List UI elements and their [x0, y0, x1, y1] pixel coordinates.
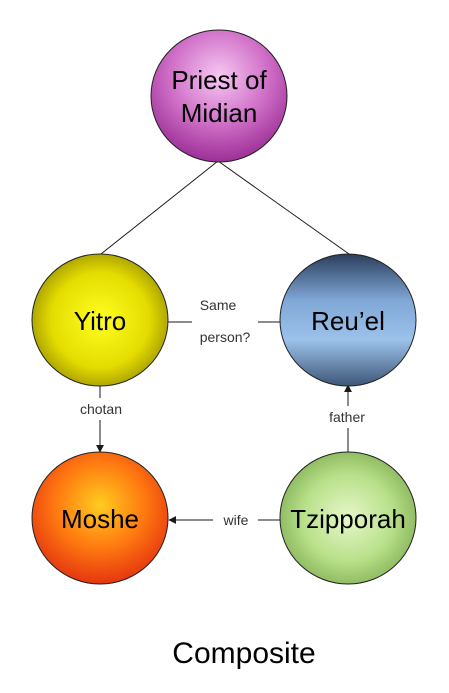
edge-label-wife: wife [223, 512, 249, 528]
node-reuel: Reu’el [279, 253, 417, 387]
edge-priest-yitro [100, 160, 219, 255]
edge-priest-reuel [217, 160, 350, 255]
node-moshe: Moshe [31, 451, 169, 585]
node-tzipporah: Tzipporah [279, 451, 417, 585]
edge-label-chotan: chotan [80, 401, 122, 417]
node-yitro: Yitro [31, 253, 169, 387]
node-priest-label-line2: Midian [181, 98, 258, 128]
edge-label-person: person? [200, 329, 251, 345]
node-priest-of-midian: Priest of Midian [150, 29, 288, 163]
node-priest-label-line1: Priest of [171, 65, 267, 95]
node-tzipporah-label: Tzipporah [290, 504, 406, 534]
edge-label-father: father [329, 409, 365, 425]
edge-label-same: Same [200, 297, 237, 313]
node-yitro-label: Yitro [74, 306, 127, 336]
caption: Composite [172, 637, 315, 670]
node-moshe-label: Moshe [61, 504, 139, 534]
node-reuel-label: Reu’el [311, 306, 385, 336]
